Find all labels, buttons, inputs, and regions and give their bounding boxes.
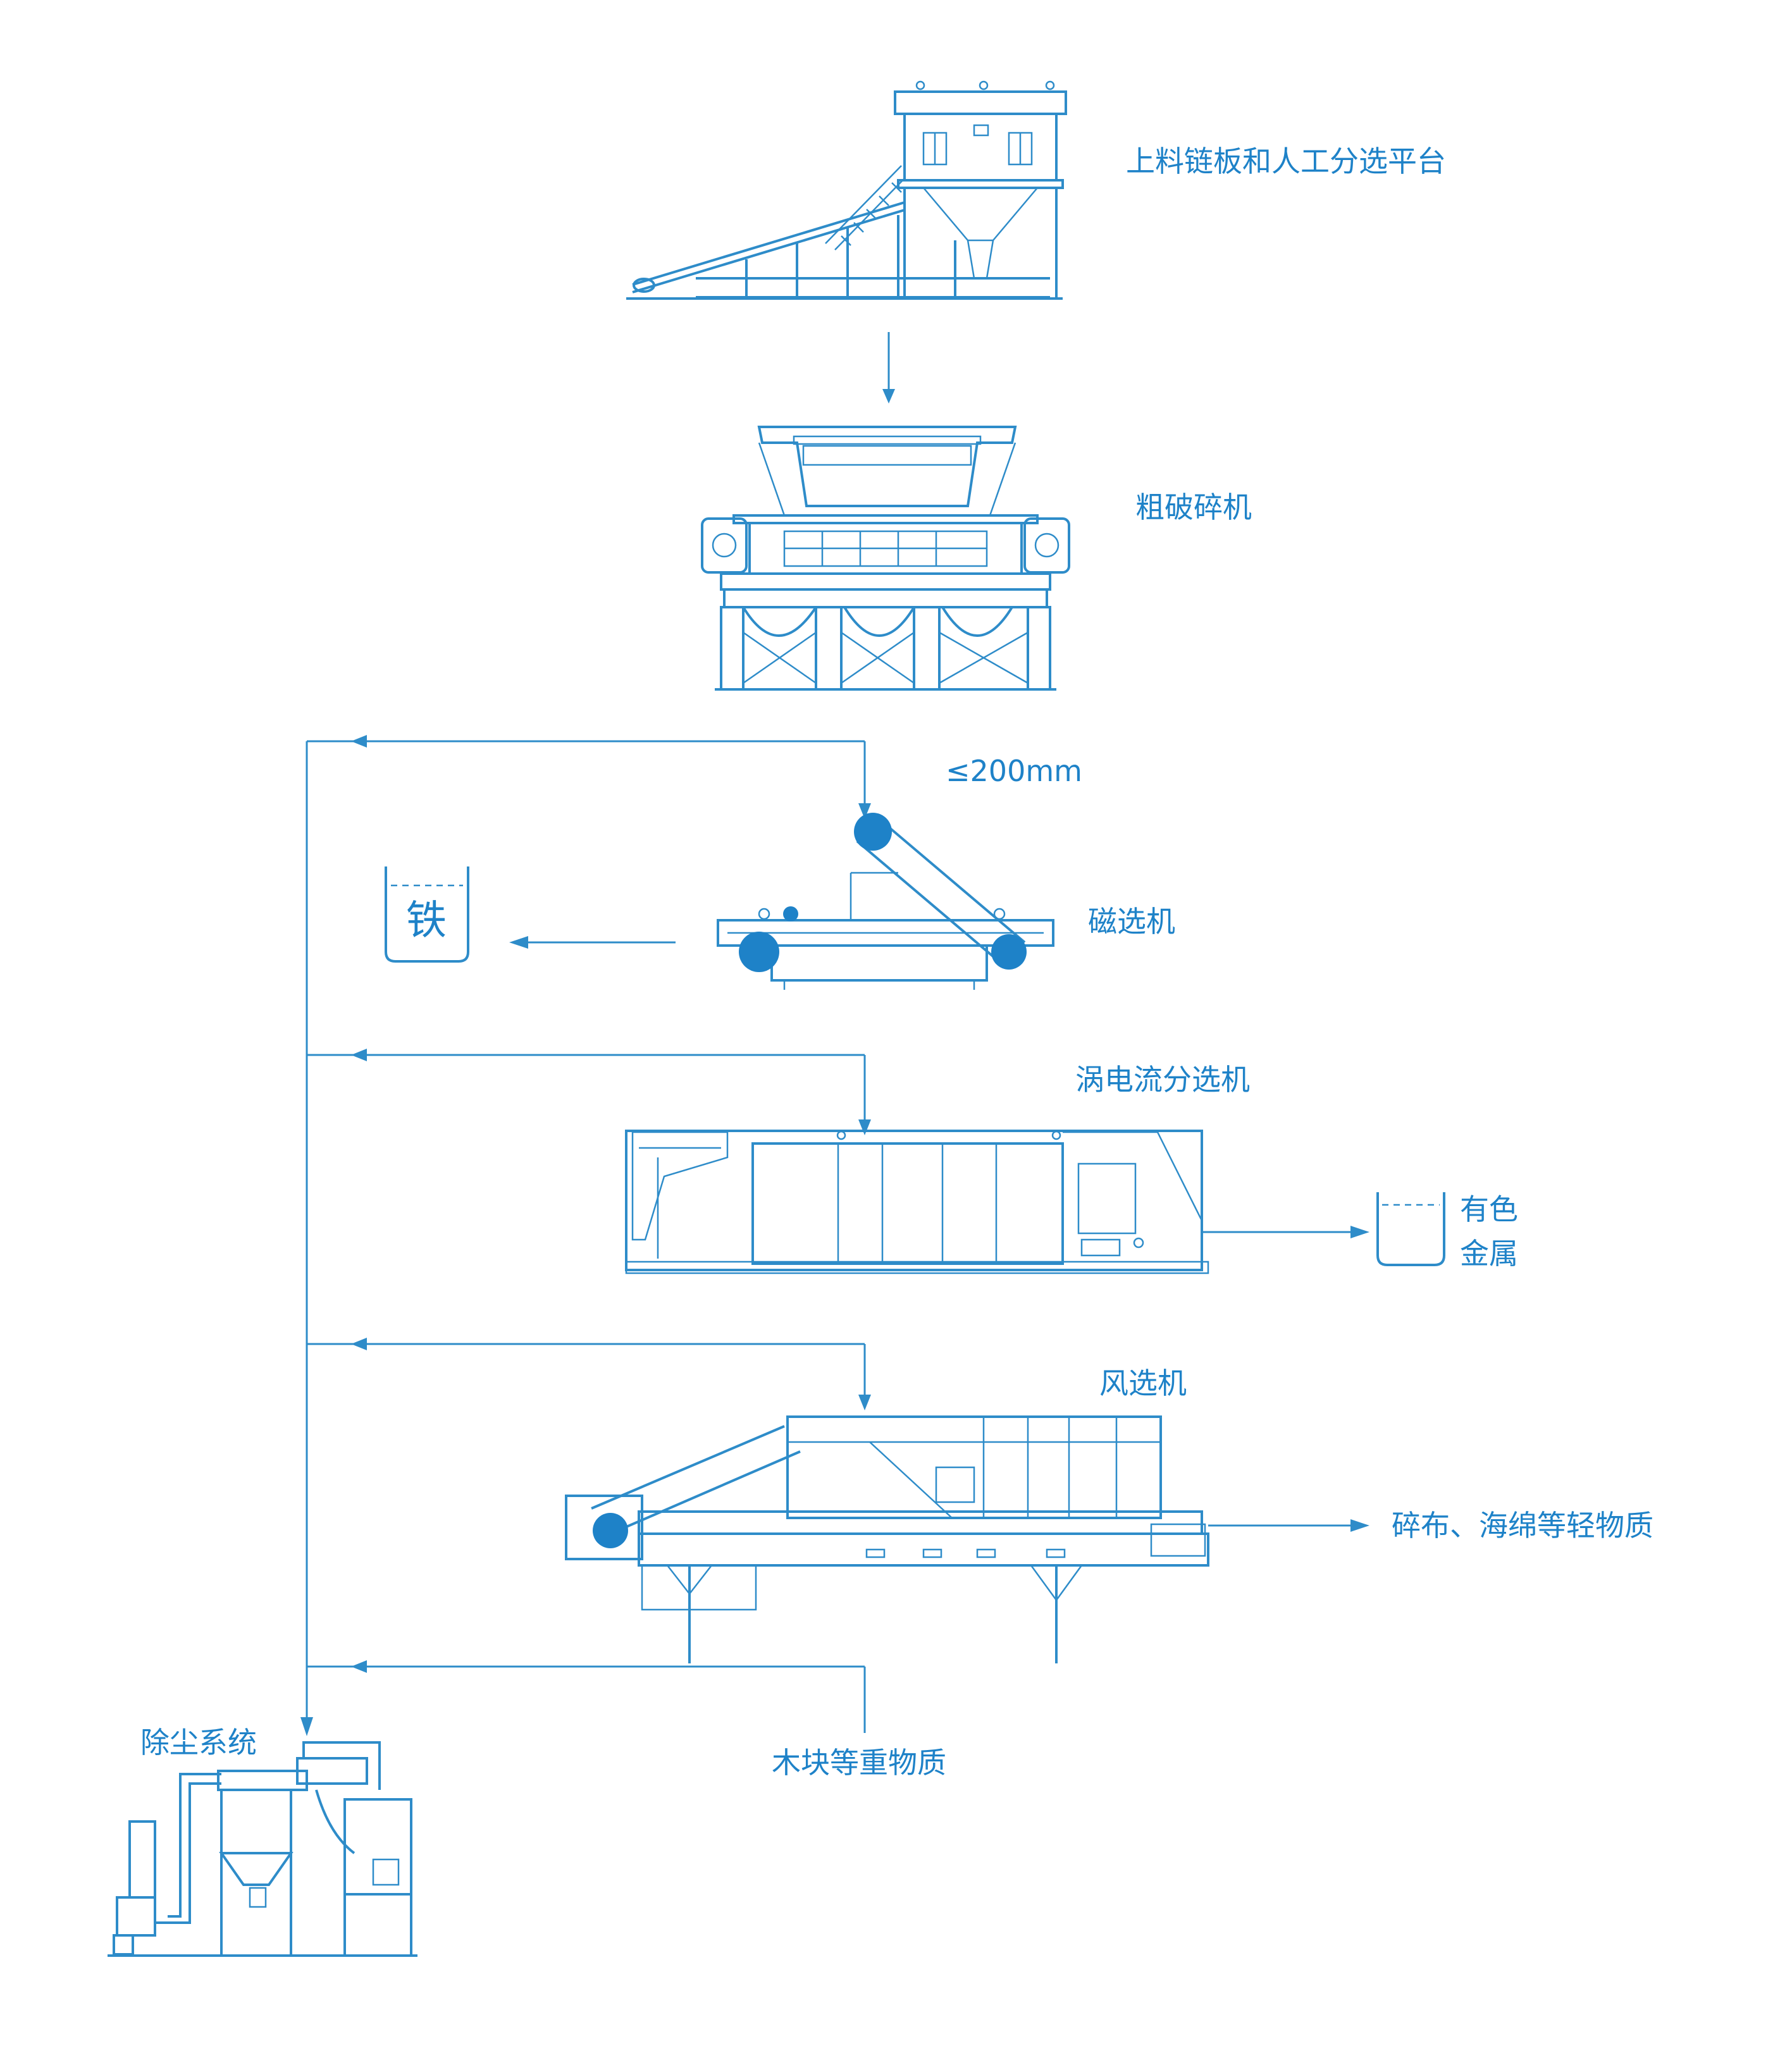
- nonferrous-bin: [1376, 1192, 1445, 1266]
- top-magnet-drum: [854, 813, 892, 851]
- size-limit-label: ≤200mm: [946, 754, 1082, 788]
- nonferrous-metal-label-line1: 有色: [1460, 1192, 1518, 1226]
- left-drum: [739, 932, 779, 972]
- feeding-platform-label: 上料链板和人工分选平台: [1126, 144, 1446, 178]
- air-separator-illustration: [565, 1415, 1209, 1663]
- coarse-shredder-label: 粗破碎机: [1135, 490, 1252, 524]
- coarse-shredder-illustration: [701, 426, 1070, 691]
- iron-label: 铁: [406, 897, 447, 944]
- flow-lines: [300, 332, 1369, 1736]
- iron-bin: [385, 866, 469, 963]
- light-materials-label: 碎布、海绵等轻物质: [1392, 1508, 1653, 1543]
- eddy-current-separator-illustration: [625, 1130, 1209, 1274]
- dust-removal-illustration: [108, 1741, 417, 1957]
- eddy-current-separator-label: 涡电流分选机: [1075, 1063, 1250, 1097]
- nonferrous-metal-label-line2: 金属: [1460, 1236, 1518, 1271]
- air-separator-label: 风选机: [1099, 1366, 1187, 1400]
- magnetic-separator-illustration: [717, 813, 1054, 990]
- feeding-platform-illustration: [626, 80, 1067, 300]
- dust-arrow-head: [300, 1717, 313, 1736]
- magnetic-separator-label: 磁选机: [1088, 904, 1175, 939]
- dust-removal-label: 除尘系统: [140, 1725, 257, 1760]
- heavy-materials-label: 木块等重物质: [772, 1746, 946, 1780]
- right-drum: [991, 934, 1027, 970]
